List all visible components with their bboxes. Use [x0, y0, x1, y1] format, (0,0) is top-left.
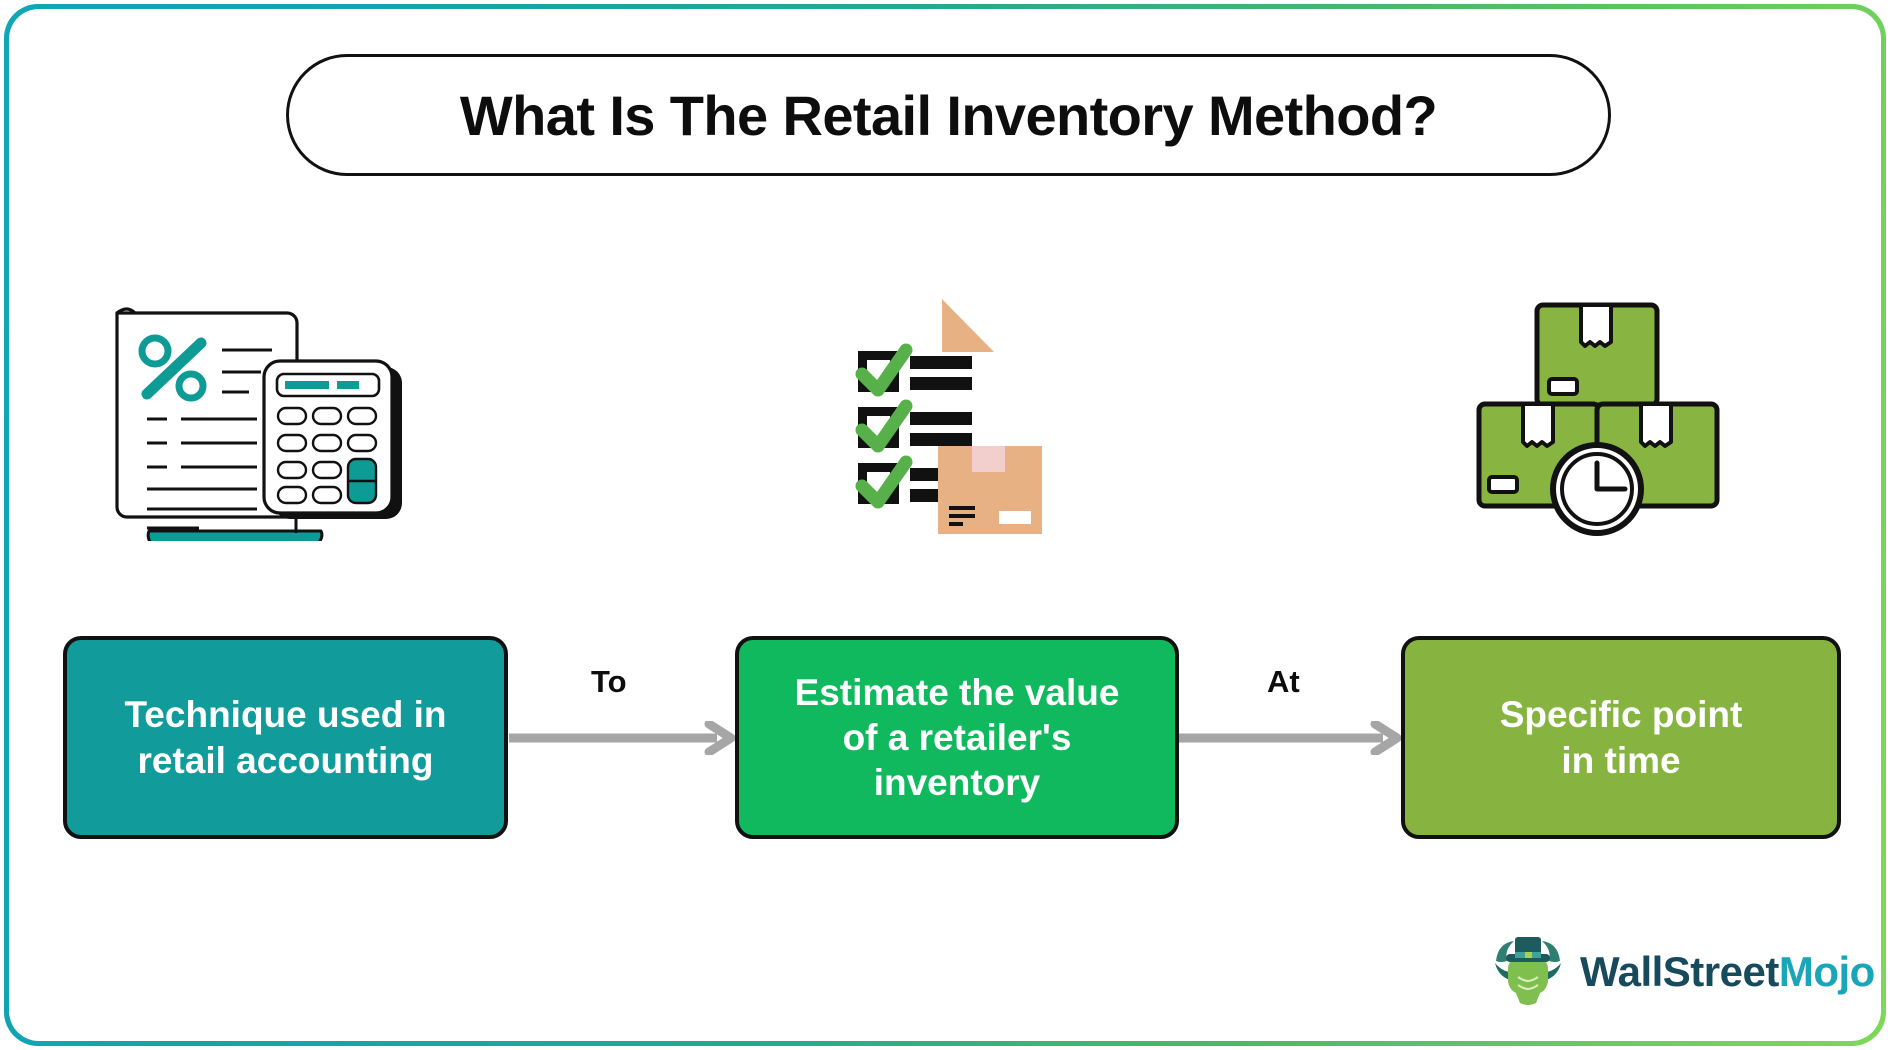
outer-gradient-frame: What Is The Retail Inventory Method? — [4, 4, 1886, 1046]
flow-step-1[interactable]: Technique used in retail accounting — [63, 636, 508, 839]
page-title: What Is The Retail Inventory Method? — [459, 83, 1438, 147]
connector-1-arrow — [509, 719, 737, 757]
logo-wordmark: WallStreetMojo — [1580, 948, 1875, 996]
logo-word-1: WallStreet — [1580, 947, 1779, 995]
page-title-pill: What Is The Retail Inventory Method? — [286, 54, 1611, 176]
flow-step-2-line-3: inventory — [873, 762, 1041, 804]
document-percent-calculator-icon — [109, 291, 409, 547]
connector-2-arrow — [1179, 719, 1403, 757]
flow-step-1-line-2: retail accounting — [137, 739, 434, 781]
logo-word-2: Mojo — [1778, 947, 1875, 995]
flow-step-2-line-1: Estimate the value — [794, 671, 1120, 713]
icon-row — [9, 9, 1881, 1041]
flow-step-3-line-1: Specific point — [1499, 694, 1743, 736]
boxes-clock-icon — [1459, 292, 1749, 547]
checklist-package-icon — [854, 294, 1064, 544]
connector-1-label: To — [591, 664, 627, 699]
canvas: What Is The Retail Inventory Method? — [9, 9, 1881, 1041]
flow-step-3-line-2: in time — [1561, 739, 1681, 781]
flow-step-2[interactable]: Estimate the value of a retailer's inven… — [735, 636, 1179, 839]
flow-step-1-line-1: Technique used in — [124, 694, 447, 736]
wallstreetmojo-logo[interactable]: WallStreetMojo — [1490, 931, 1875, 1012]
bull-with-top-hat-icon — [1490, 931, 1566, 1012]
flow-step-3[interactable]: Specific point in time — [1401, 636, 1841, 839]
connector-2-label: At — [1267, 664, 1300, 699]
flow-step-2-line-2: of a retailer's — [842, 716, 1072, 758]
flow-diagram: Technique used in retail accounting To E… — [9, 9, 1881, 1041]
